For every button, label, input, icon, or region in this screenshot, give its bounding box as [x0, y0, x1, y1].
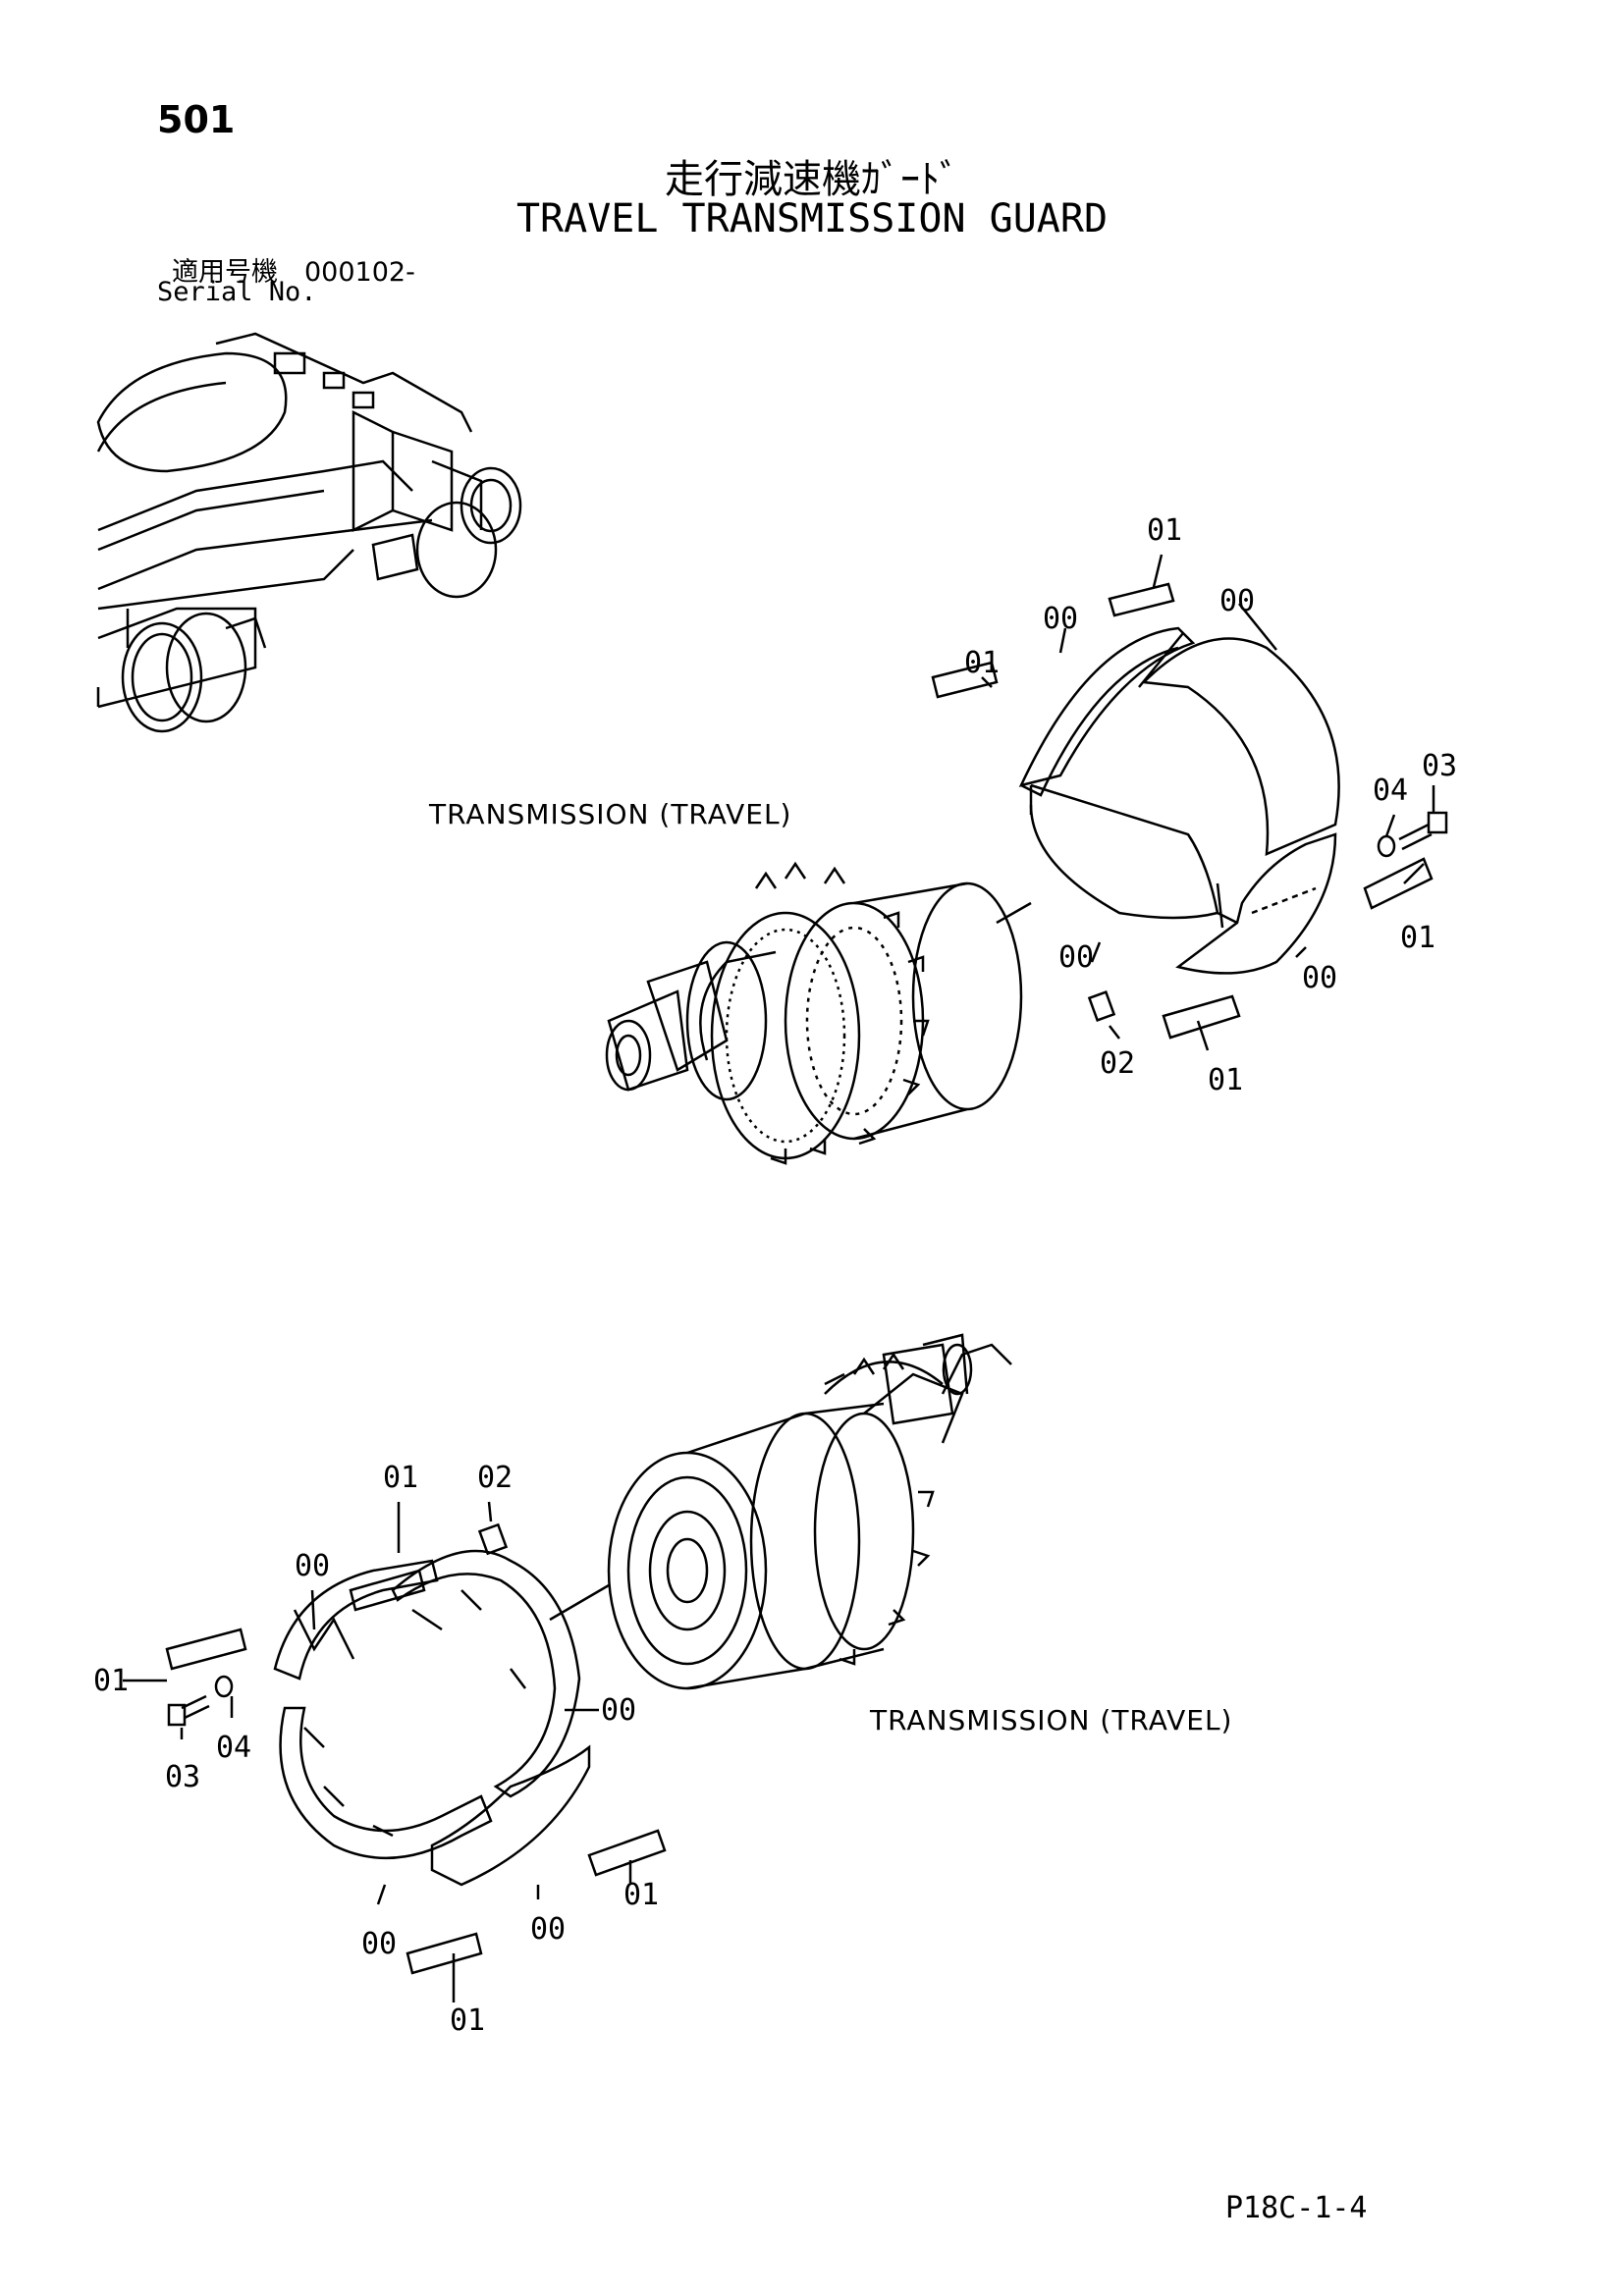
- callout-label: 01: [450, 2003, 485, 2038]
- callout-label: 01: [383, 1461, 418, 1495]
- callout-label: 03: [165, 1760, 200, 1794]
- callouts-bottom: 01 02 00 01 03 04 00 01 00 00 01: [93, 1461, 659, 2038]
- bottom-assembly-illustration: [123, 1333, 1012, 2002]
- callout-label: 01: [623, 1878, 659, 1912]
- transmission-caption-top: TRANSMISSION (TRAVEL): [429, 798, 792, 830]
- callout-label: 02: [477, 1461, 513, 1495]
- callout-label: 03: [1422, 749, 1457, 783]
- transmission-caption-bottom: TRANSMISSION (TRAVEL): [870, 1704, 1233, 1736]
- serial-label-japanese: 適用号機 000102-: [172, 257, 415, 288]
- serial-label: Serial No.: [157, 277, 317, 307]
- callout-label: 04: [216, 1731, 251, 1765]
- callout-label: 01: [1400, 921, 1435, 955]
- callout-label: 01: [93, 1664, 129, 1698]
- callout-label: 00: [601, 1693, 636, 1728]
- callout-label: 02: [1100, 1046, 1135, 1081]
- callout-label: 00: [295, 1549, 330, 1583]
- callouts-top: 01 00 00 01 04 03 00 01 00 02 01: [964, 513, 1457, 1097]
- page-title: TRAVEL TRANSMISSION GUARD: [515, 196, 1109, 241]
- callout-label: 04: [1373, 774, 1408, 808]
- callout-label: 00: [1043, 602, 1078, 636]
- callout-label: 01: [1147, 513, 1182, 548]
- page-title-japanese: 走行減速機ｶﾞｰﾄﾞ: [665, 157, 959, 202]
- machine-overview-illustration: [96, 332, 522, 733]
- page-code: P18C-1-4: [1225, 2191, 1368, 2225]
- top-assembly-illustration: [605, 554, 1448, 1165]
- callout-label: 00: [530, 1912, 566, 1947]
- callout-label: 00: [361, 1927, 397, 1961]
- callout-label: 00: [1058, 940, 1094, 975]
- callout-label: 00: [1302, 961, 1337, 995]
- callout-label: 00: [1219, 584, 1255, 618]
- callout-label: 01: [964, 646, 1000, 680]
- page-number: 501: [157, 98, 236, 141]
- callout-label: 01: [1208, 1063, 1243, 1097]
